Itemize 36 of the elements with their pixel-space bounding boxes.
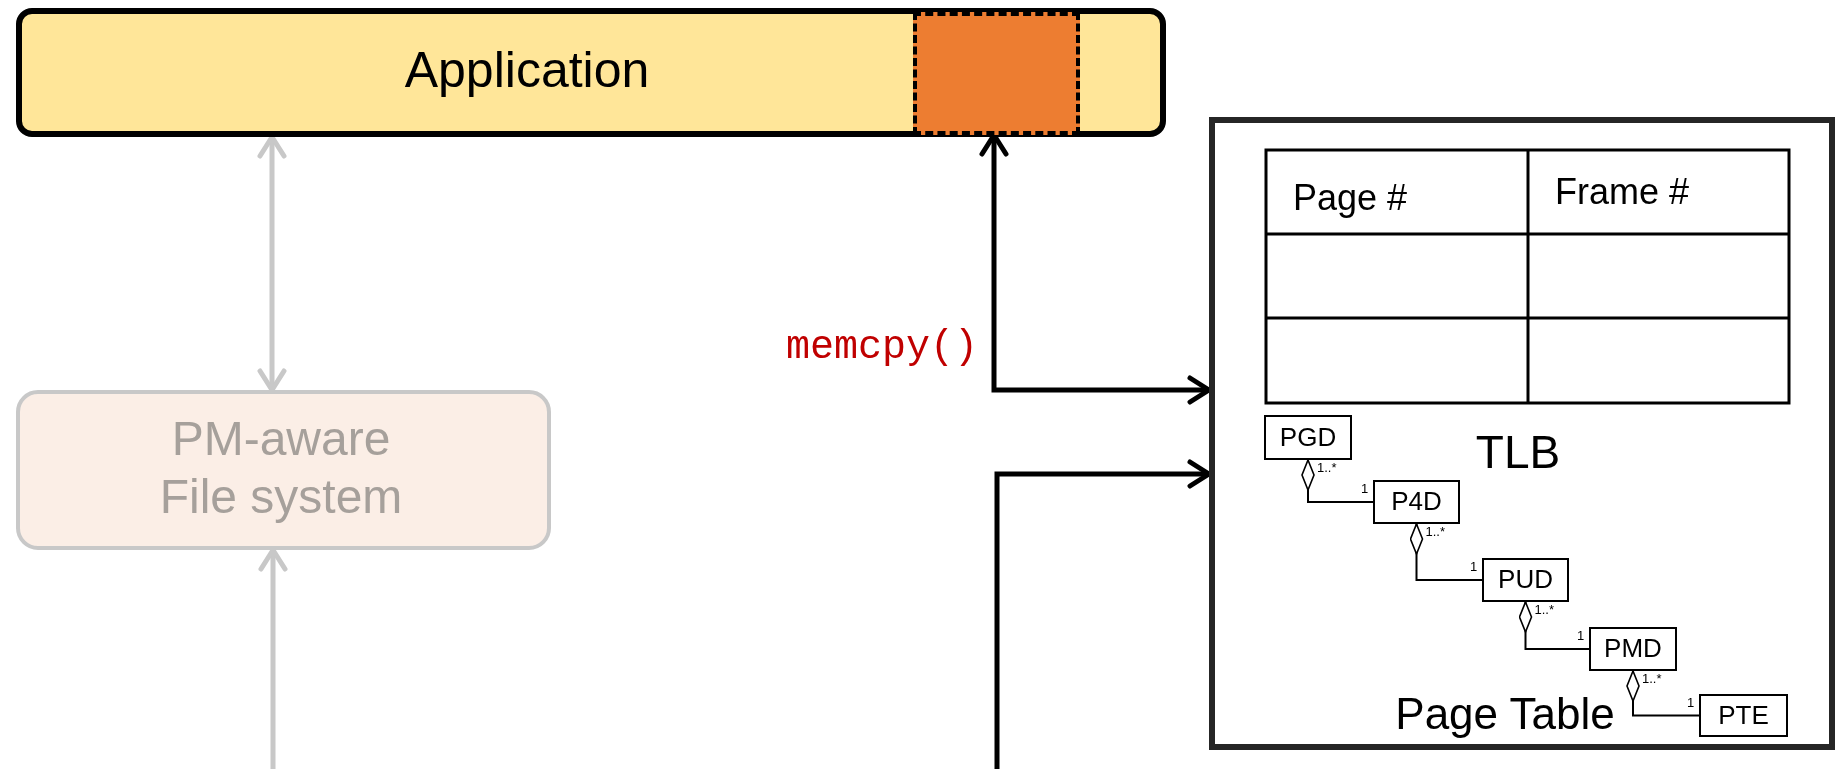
uml-class-box bbox=[1482, 558, 1569, 602]
multiplicity-label: 1 bbox=[1470, 560, 1478, 575]
column-header: Frame # bbox=[1555, 172, 1690, 212]
class-name: PUD bbox=[1497, 563, 1554, 597]
aggregation-connector bbox=[1518, 601, 1590, 650]
aggregation-connector bbox=[1409, 523, 1483, 581]
uml-class-box bbox=[1699, 694, 1788, 737]
multiplicity-label: 1 bbox=[1687, 695, 1695, 710]
aggregation-connector bbox=[1301, 459, 1374, 503]
arrow bbox=[257, 134, 287, 393]
multiplicity-label: 1..* bbox=[1425, 525, 1445, 540]
function-label: memcpy() bbox=[785, 326, 978, 370]
class-name: PGD bbox=[1278, 420, 1338, 454]
multiplicity-label: 1..* bbox=[1317, 461, 1337, 476]
multiplicity-label: 1..* bbox=[1642, 672, 1662, 687]
multiplicity-label: 1..* bbox=[1534, 603, 1554, 618]
file-system-box bbox=[16, 390, 551, 550]
class-name: P4D bbox=[1390, 485, 1443, 519]
class-name: PTE bbox=[1717, 698, 1770, 732]
arrow bbox=[258, 547, 288, 769]
multiplicity-label: 1 bbox=[1361, 482, 1369, 497]
aggregation-connector bbox=[1626, 670, 1700, 717]
column-header: Page # bbox=[1293, 178, 1408, 218]
uml-class-box bbox=[1264, 415, 1352, 460]
application-box bbox=[16, 8, 1166, 137]
arrow bbox=[994, 459, 1212, 769]
panel-title: Page Table bbox=[1395, 687, 1615, 740]
uml-class-box bbox=[1589, 627, 1677, 671]
uml-class-box bbox=[1373, 480, 1460, 524]
panel-title: TLB bbox=[1475, 425, 1561, 481]
multiplicity-label: 1 bbox=[1577, 629, 1585, 644]
class-name: PMD bbox=[1603, 632, 1663, 666]
buffer-region bbox=[913, 12, 1080, 135]
box-label: PM-aware File system bbox=[158, 411, 404, 525]
translation-panel bbox=[1209, 117, 1835, 750]
box-label: Application bbox=[404, 41, 650, 100]
